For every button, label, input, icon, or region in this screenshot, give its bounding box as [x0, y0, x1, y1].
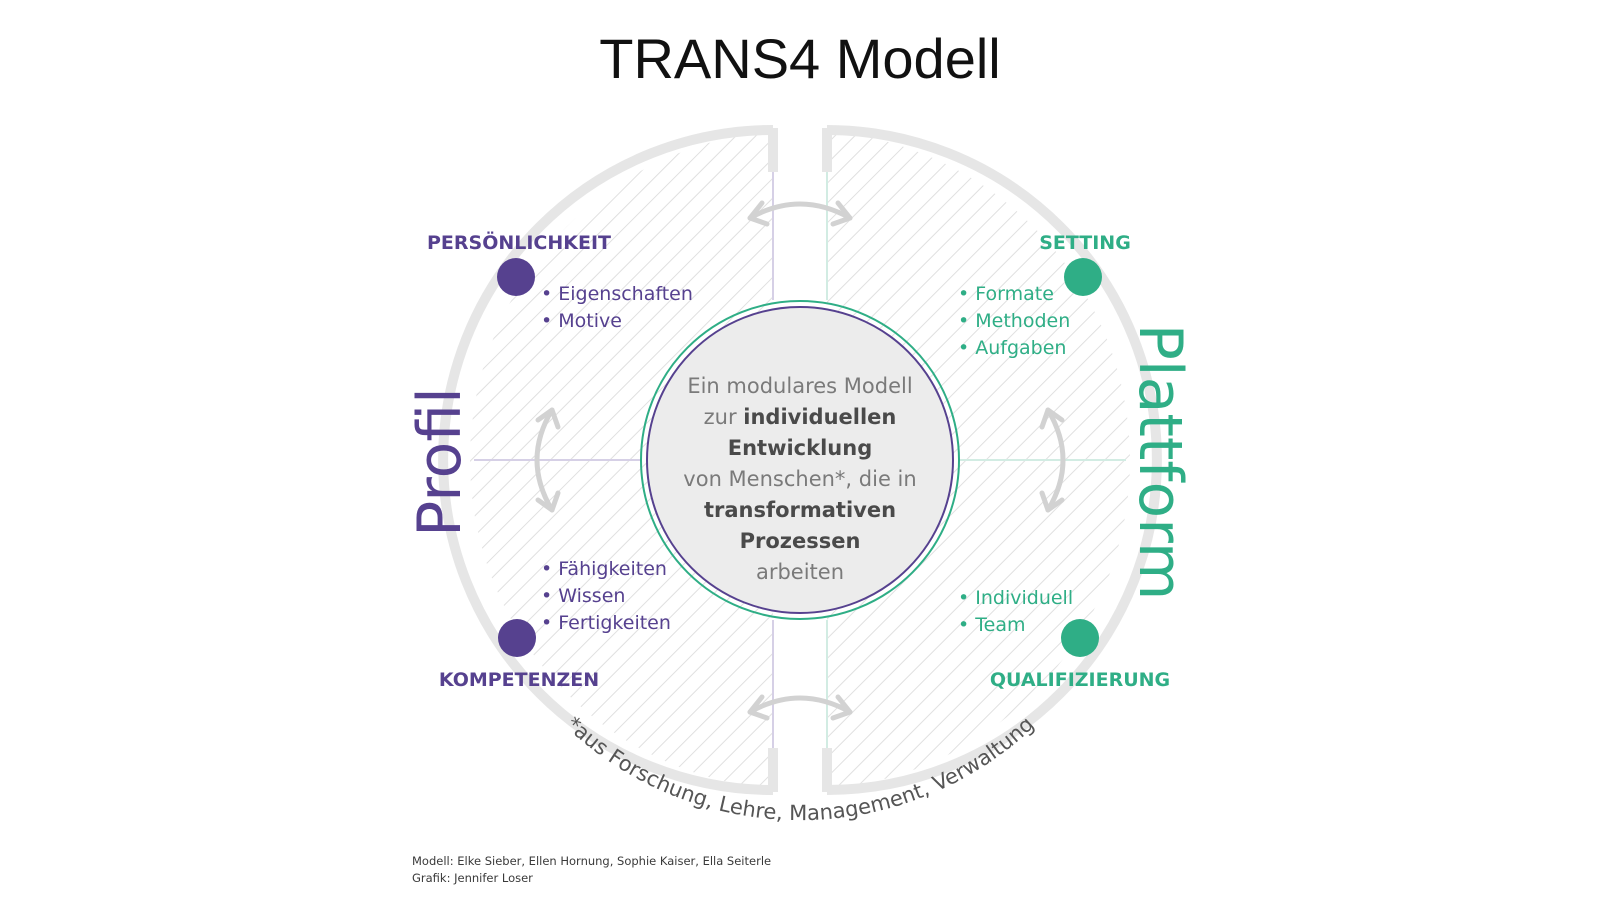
outer-ring-right: [826, 125, 1162, 795]
right-swap-arrow-icon: [1039, 407, 1066, 513]
list-item: • Fähigkeiten: [541, 558, 667, 580]
center-circle: [646, 306, 954, 614]
heading-kompetenzen: KOMPETENZEN: [439, 669, 599, 691]
list-item: • Eigenschaften: [541, 283, 693, 305]
center-line: von Menschen*, die in: [683, 467, 916, 491]
center-line: zur individuellen: [704, 405, 897, 429]
list-item: • Wissen: [541, 585, 625, 607]
list-persoenlichkeit: • Eigenschaften • Motive: [541, 283, 693, 332]
node-kompetenzen: [498, 619, 536, 657]
list-item: • Individuell: [958, 587, 1073, 609]
list-item: • Formate: [958, 283, 1054, 305]
list-item: • Fertigkeiten: [541, 612, 671, 634]
center-line: Ein modulares Modell: [687, 374, 912, 398]
heading-qualifizierung: QUALIFIZIERUNG: [990, 669, 1170, 691]
heading-persoenlichkeit: PERSÖNLICHKEIT: [427, 230, 611, 254]
center-line-text: zur: [704, 405, 744, 429]
list-item: • Methoden: [958, 310, 1070, 332]
center-line: transformativen: [704, 498, 896, 522]
center-line-text: transformativen: [704, 498, 896, 522]
node-persoenlichkeit: [497, 258, 535, 296]
center-line: Prozessen: [740, 529, 861, 553]
list-item: • Team: [958, 614, 1025, 636]
center-line-text: arbeiten: [756, 560, 844, 584]
side-label-plattform: Plattform: [1125, 324, 1195, 601]
list-item: • Motive: [541, 310, 622, 332]
credit-graphic: Grafik: Jennifer Loser: [412, 871, 533, 885]
center-line-text: von Menschen*, die in: [683, 467, 916, 491]
list-setting: • Formate • Methoden • Aufgaben: [958, 283, 1070, 359]
left-swap-arrow-icon: [534, 407, 561, 513]
center-ring-outer: [640, 300, 960, 620]
credits: Modell: Elke Sieber, Ellen Hornung, Soph…: [412, 853, 771, 887]
list-item: • Aufgaben: [958, 337, 1066, 359]
side-label-profil: Profil: [405, 387, 475, 537]
page-title: TRANS4 Modell: [599, 27, 1000, 90]
center-line-emphasis: individuellen: [743, 405, 896, 429]
center-line: arbeiten: [756, 560, 844, 584]
credit-model: Modell: Elke Sieber, Ellen Hornung, Soph…: [412, 854, 772, 868]
center-line-text: Ein modulares Modell: [687, 374, 912, 398]
outer-ring-left: [438, 125, 774, 795]
node-setting: [1064, 258, 1102, 296]
list-qualifizierung: • Individuell • Team: [958, 587, 1073, 636]
node-qualifizierung: [1061, 619, 1099, 657]
quadrant-dividers: [474, 172, 1126, 748]
center-statement: Ein modulares Modell zur individuellenEnt…: [683, 374, 916, 584]
center-line-text: Entwicklung: [728, 436, 872, 460]
list-kompetenzen: • Fähigkeiten • Wissen • Fertigkeiten: [541, 558, 671, 634]
center-line: Entwicklung: [728, 436, 872, 460]
heading-setting: SETTING: [1039, 232, 1131, 254]
bottom-swap-arrow-icon: [747, 694, 853, 721]
top-swap-arrow-icon: [747, 200, 853, 227]
center-line-text: Prozessen: [740, 529, 861, 553]
